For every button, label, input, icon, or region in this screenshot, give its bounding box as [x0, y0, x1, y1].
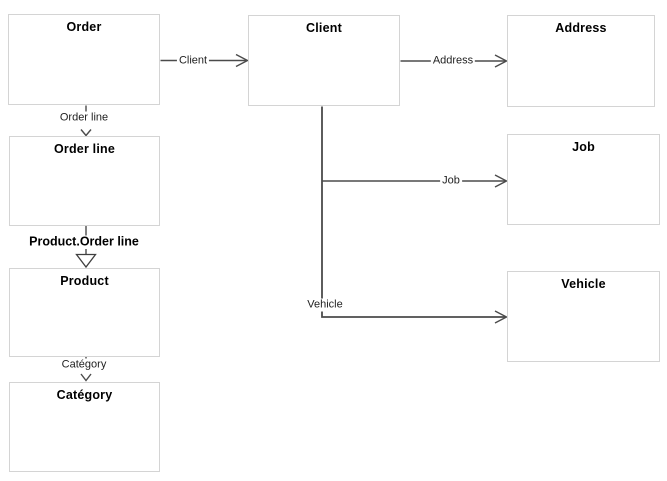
entity-client-title: Client — [306, 21, 342, 35]
arrowhead-open-client — [235, 53, 250, 68]
entity-vehicle[interactable]: Vehicle — [507, 271, 660, 362]
arrowhead-open-address — [494, 54, 509, 68]
inheritance-arrowhead — [75, 253, 97, 269]
entity-order-line[interactable]: Order line — [9, 136, 160, 226]
arrowhead-open-job — [494, 174, 509, 188]
arrowhead-open-category — [80, 373, 92, 382]
entity-client[interactable]: Client — [248, 15, 400, 106]
entity-job[interactable]: Job — [507, 134, 660, 225]
edge-label-vehicle[interactable]: Vehicle — [305, 298, 345, 312]
entity-order[interactable]: Order — [8, 14, 160, 105]
entity-address-title: Address — [555, 21, 607, 35]
edge-label-address[interactable]: Address — [430, 54, 476, 68]
edge-label-job[interactable]: Job — [440, 174, 462, 188]
entity-product[interactable]: Product — [9, 268, 160, 357]
edge-label-order-line[interactable]: Order line — [57, 111, 111, 125]
entity-order-title: Order — [66, 20, 102, 34]
edge-label-client[interactable]: Client — [176, 54, 210, 67]
arrowhead-open-vehicle — [494, 310, 509, 324]
edge-label-category[interactable]: Catégory — [59, 358, 109, 372]
entity-category[interactable]: Catégory — [9, 382, 160, 472]
entity-order-line-title: Order line — [53, 142, 116, 156]
entity-job-title: Job — [572, 140, 595, 154]
arrowhead-open-orderline — [80, 129, 92, 137]
entity-vehicle-title: Vehicle — [561, 277, 606, 291]
edge-client-vehicle[interactable] — [321, 106, 509, 324]
edge-label-product-order-line[interactable]: Product.Order line — [27, 234, 141, 249]
entity-product-title: Product — [60, 274, 109, 288]
edge-client-job[interactable] — [322, 174, 509, 188]
entity-address[interactable]: Address — [507, 15, 655, 107]
entity-category-title: Catégory — [56, 388, 113, 402]
